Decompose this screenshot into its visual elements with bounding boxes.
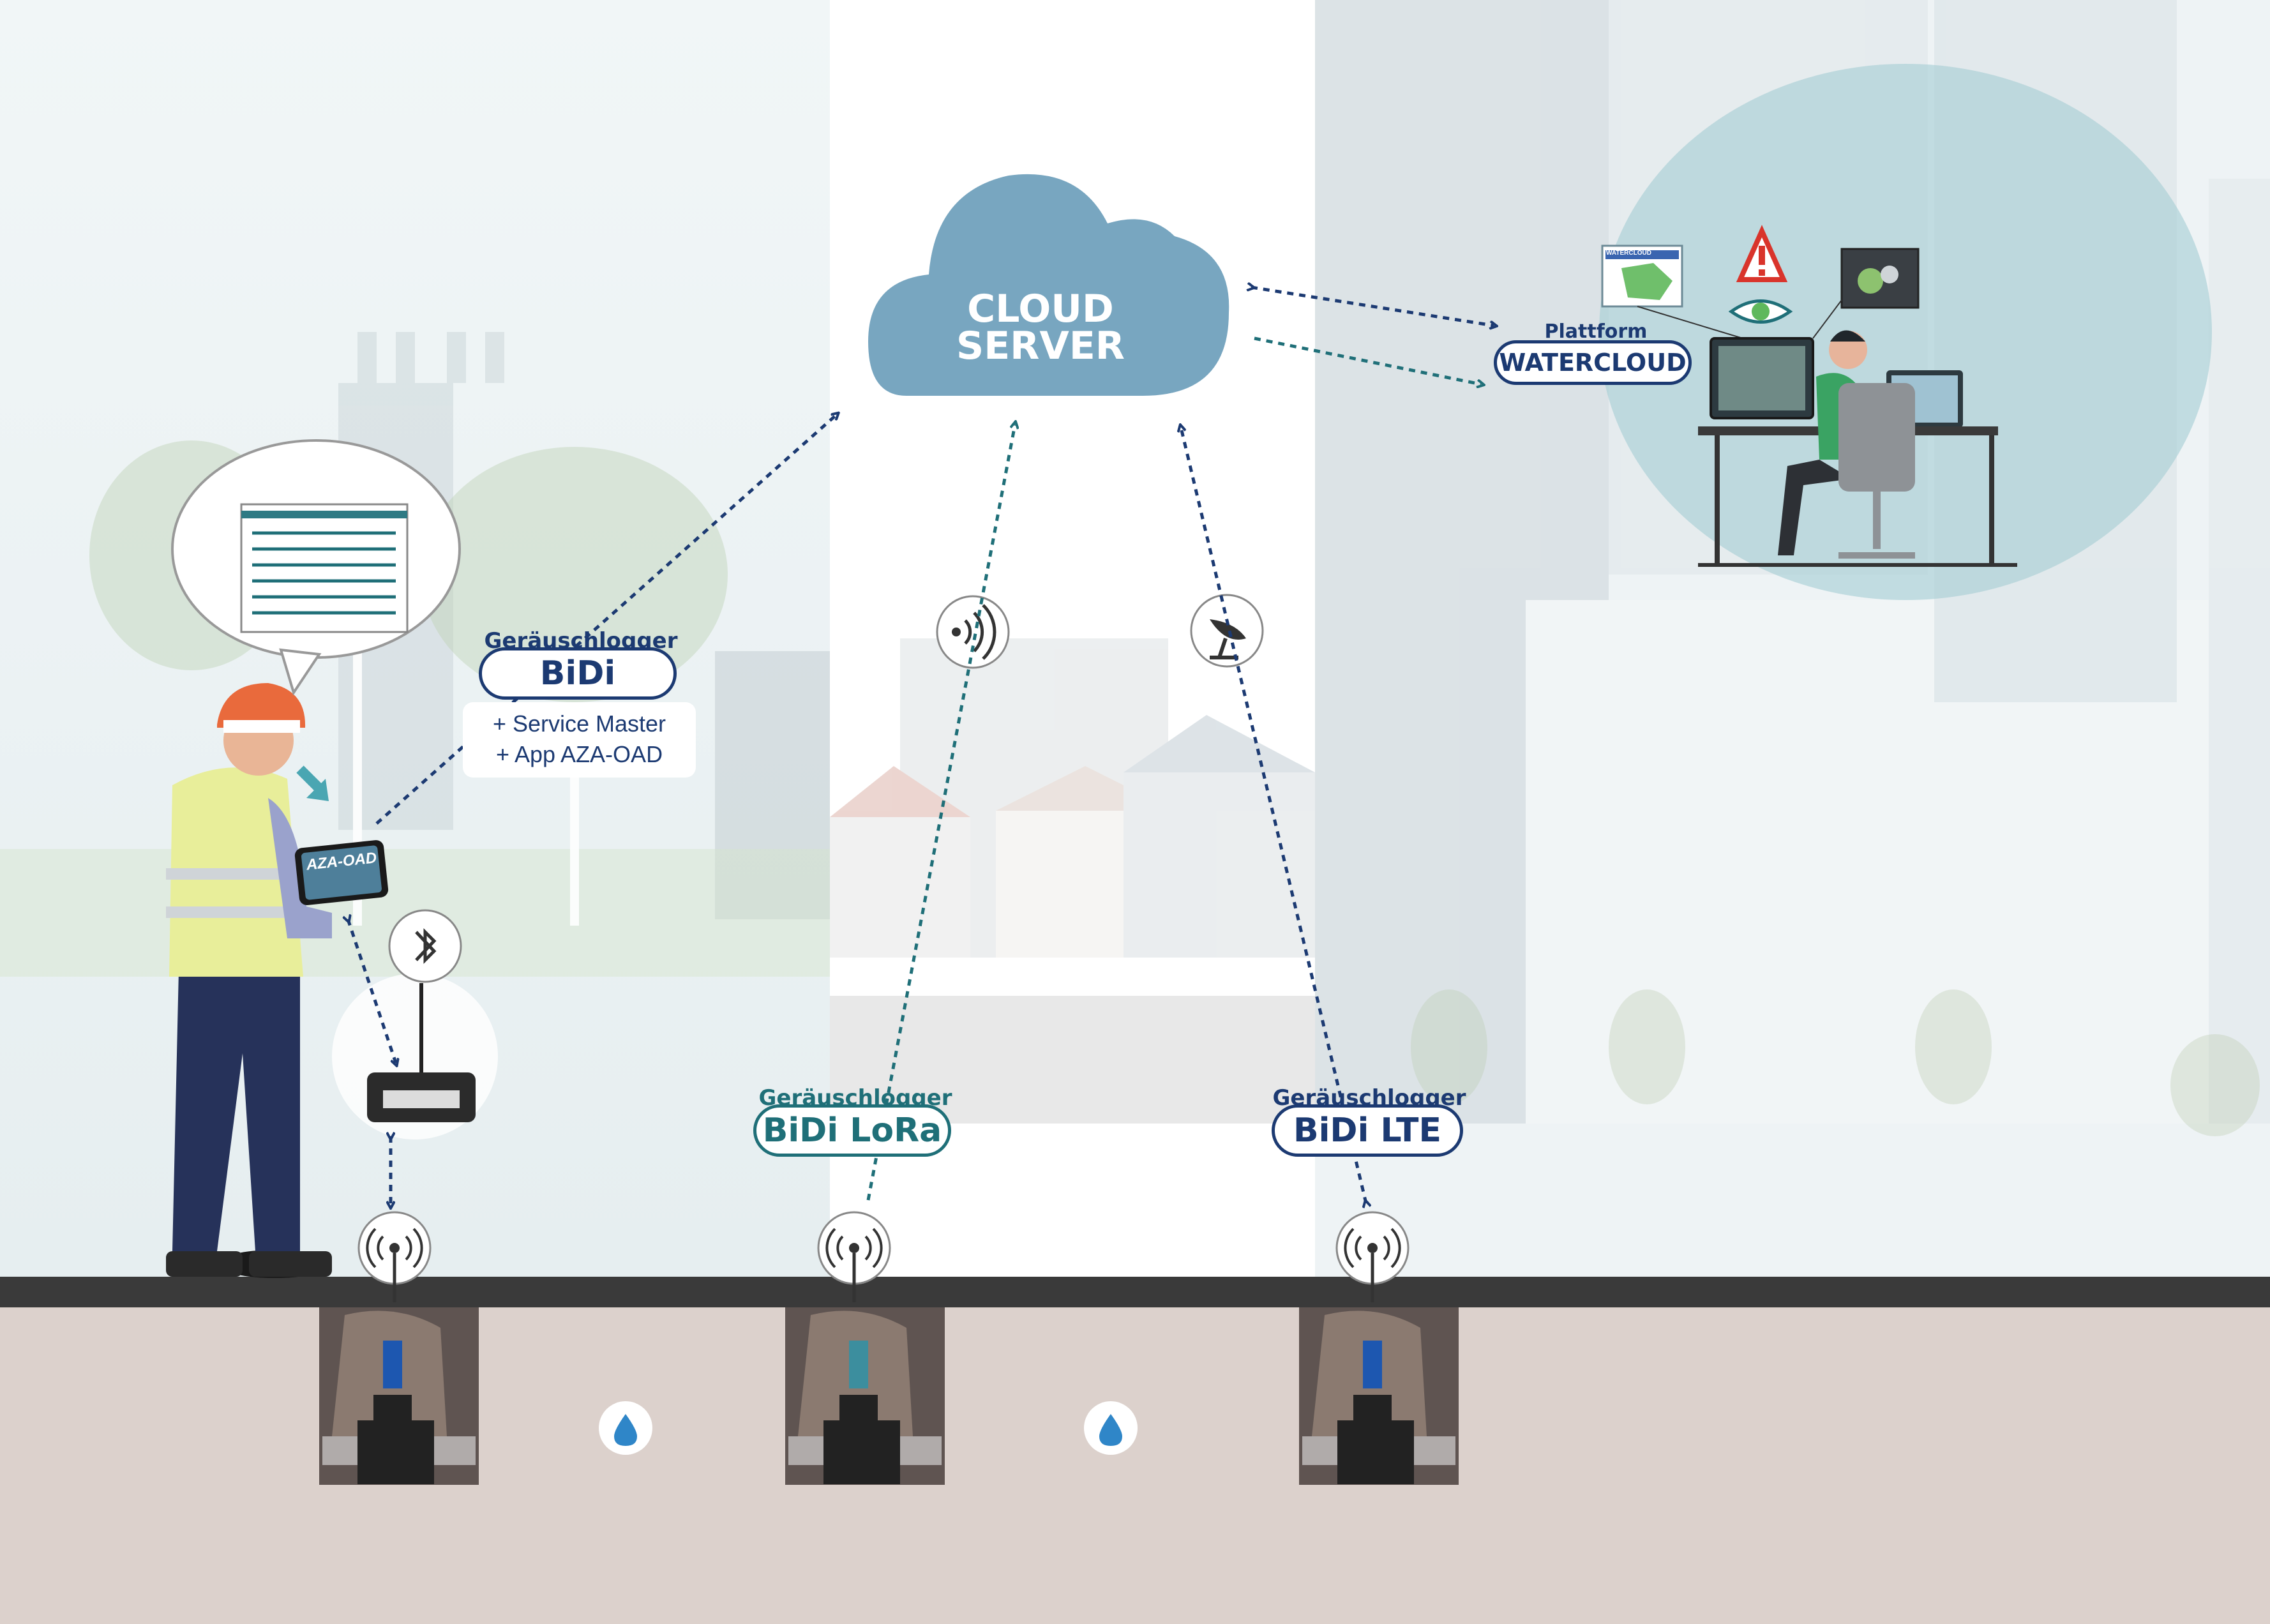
platform-name-badge: WATERCLOUD — [1494, 340, 1692, 385]
radio-logger-badge: BiDi Radio — [479, 647, 677, 739]
tablet-device-arrow — [348, 919, 396, 1063]
water-drop-icon — [599, 1401, 652, 1455]
addon-app: + App AZA-OAD — [495, 741, 663, 767]
cloud-platform-arrow — [1251, 287, 1494, 326]
office-scene — [1601, 225, 2017, 567]
platform-caption: Plattform — [1544, 320, 1648, 343]
chamber-lte — [1299, 1307, 1459, 1485]
safety-helmet — [217, 683, 306, 728]
wifi-signal-icon — [936, 595, 1010, 669]
document-icon — [240, 503, 409, 633]
cloud-line1: CLOUD — [967, 287, 1114, 331]
background-city-trees — [1411, 989, 2260, 1136]
cloud-line2: SERVER — [956, 324, 1125, 368]
satellite-dish-icon — [1190, 594, 1264, 668]
radio-signal-icon — [817, 1211, 891, 1302]
lora-logger-badge: BiDi LoRa — [753, 1104, 951, 1157]
cloud-server-label: CLOUD SERVER — [932, 290, 1149, 365]
lte-logger-badge: BiDi LTE — [1272, 1104, 1463, 1157]
chamber-lora — [785, 1307, 945, 1485]
radio-signal-icon — [1335, 1211, 1409, 1302]
cloud-platform-arrow-2 — [1254, 336, 1481, 384]
platform-bubble — [1599, 64, 2212, 600]
cloud-server-shape — [868, 174, 1229, 396]
road-surface — [0, 1277, 2270, 1307]
bluetooth-icon — [388, 909, 462, 983]
radio-logger-addons: + Service Master + App AZA-OAD — [463, 702, 696, 778]
radio-to-cloud-arrow — [375, 415, 836, 825]
mini-screen-text: WATERCLOUD — [1606, 250, 1651, 257]
radio-signal-icon — [357, 1211, 432, 1302]
lora-to-cloud-arrow — [866, 425, 1015, 1201]
addon-service-master: + Service Master — [492, 710, 666, 737]
chamber-radio — [319, 1307, 479, 1485]
water-drop-icon — [1084, 1401, 1138, 1455]
